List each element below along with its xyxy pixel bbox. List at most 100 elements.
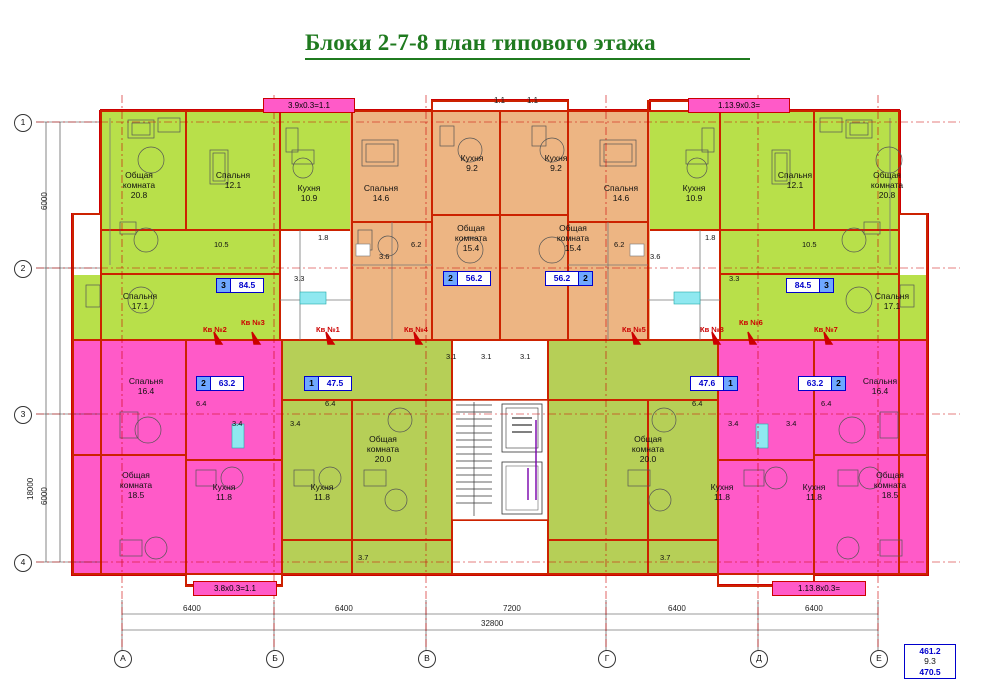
entry-arrows [213,331,834,345]
small-number: 3.4 [290,419,301,428]
badge-room-count: 2 [196,376,211,391]
axis-label-1: 1 [14,114,32,132]
dim-left-6000-bottom: 6000 [40,487,49,505]
grid-lines [36,95,960,660]
room-name: Кухня [212,482,236,492]
room-area: 20.8 [878,190,896,200]
small-number: 3.3 [294,274,305,283]
room-area: 20.0 [639,454,657,464]
summary-bottom: 470.5 [904,667,956,679]
small-number: 3.6 [650,252,661,261]
room-area: 10.9 [685,193,703,203]
small-number: 6.4 [325,399,336,408]
badge-area: 56.2 [458,271,491,286]
bathroom-fixtures [231,243,769,449]
small-number: 3.4 [786,419,797,428]
badge-room-count: 2 [443,271,458,286]
small-number: 3.3 [729,274,740,283]
note-top-right: 1.13.9x0.3= [688,98,790,113]
room-area: 14.6 [372,193,390,203]
room-area: 11.8 [216,492,232,502]
room-name: Кухня [297,183,321,193]
axis-label-2: 2 [14,260,32,278]
badge-room-count: 2 [579,271,593,286]
small-number: 6.2 [411,240,422,249]
axis-label-4: 4 [14,554,32,572]
room-area: 20.8 [130,190,148,200]
room-name: Общая комната [122,170,156,190]
axis-label-v: В [418,650,436,668]
axis-label-3: 3 [14,406,32,424]
small-number: 3.1 [481,352,492,361]
dim-left-6000-top: 6000 [40,192,49,210]
room-name: Кухня [544,153,568,163]
room-area: 15.4 [564,243,582,253]
small-number: 3.7 [358,553,369,562]
note-bottom-left: 3.8x0.3=1.1 [193,581,277,596]
note-top-left: 3.9x0.3=1.1 [263,98,355,113]
small-number: 6.4 [821,399,832,408]
room-area: 14.6 [612,193,630,203]
interior-partitions [109,118,891,340]
room-name: Спальня [128,376,164,386]
door-label-kv1: Кв №1 [316,325,340,334]
room-name: Кухня [682,183,706,193]
small-number: 6.4 [196,399,207,408]
note-top-small-1: 1.1 [494,96,506,105]
badge-area: 63.2 [798,376,832,391]
room-area: 9.2 [550,163,562,173]
room-name: Спальня [363,183,399,193]
room-name: Спальня [874,291,910,301]
dim-span-5: 6400 [805,604,823,613]
small-number: 3.6 [379,252,390,261]
axis-label-d: Д [750,650,768,668]
room-name: Общая комната [454,223,488,243]
room-name: Спальня [603,183,639,193]
stair-core [451,399,549,521]
room-name: Общая комната [873,470,907,490]
room-area: 9.2 [466,163,478,173]
badge-area: 56.2 [545,271,579,286]
small-number: 3.1 [446,352,457,361]
dim-span-1: 6400 [183,604,201,613]
small-number: 3.1 [520,352,531,361]
axis-label-a: А [114,650,132,668]
badge-area: 47.5 [319,376,352,391]
badge-room-count: 3 [216,278,231,293]
small-number: 1.8 [705,233,716,242]
room-name: Кухня [460,153,484,163]
room-area: 11.8 [714,492,730,502]
small-number: 6.4 [692,399,703,408]
room-name: Кухня [802,482,826,492]
badge-area: 84.5 [231,278,264,293]
badge-room-count: 1 [724,376,738,391]
room-name: Общая комната [119,470,153,490]
room-area: 11.8 [314,492,330,502]
dim-total: 32800 [481,619,504,628]
room-area: 17.1 [883,301,901,311]
small-number: 10.5 [214,240,229,249]
page-title: Блоки 2-7-8 план типового этажа [305,30,656,55]
room-name: Общая комната [870,170,904,190]
door-label-kv8: Кв №8 [700,325,724,334]
